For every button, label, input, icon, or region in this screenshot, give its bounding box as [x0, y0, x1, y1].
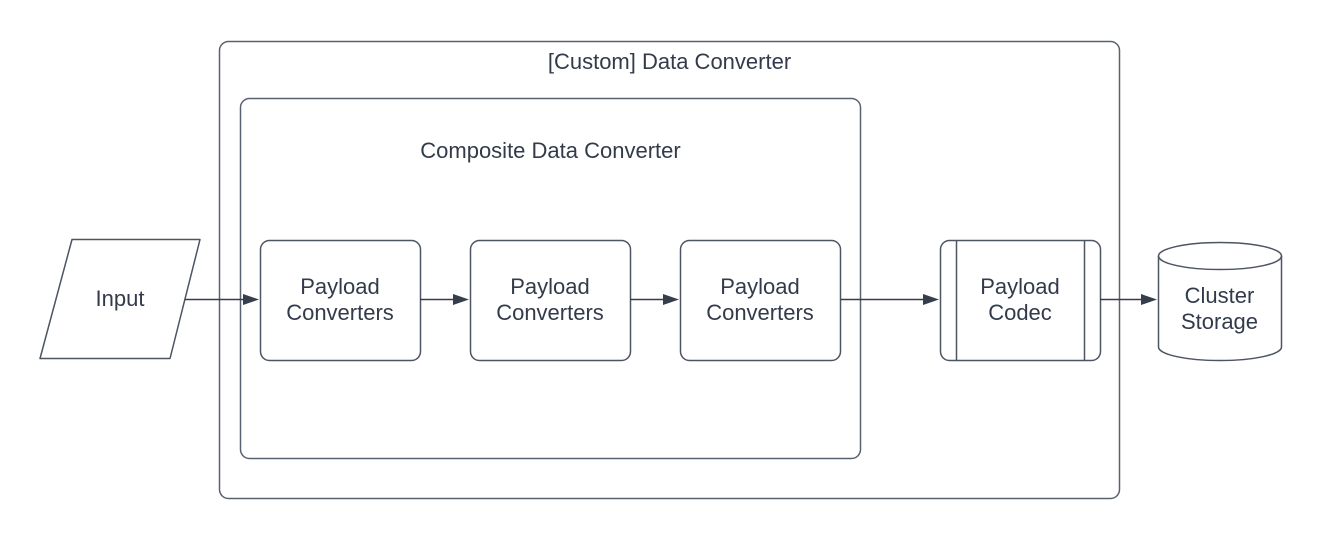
arrowhead-icon: [1141, 294, 1157, 305]
payload-converters-box-3: [679, 239, 842, 362]
arrow-input-to-converter1: [185, 294, 259, 305]
payload-converters-box-2: [469, 239, 632, 362]
input-shape: [39, 238, 201, 360]
arrow-converter1-to-converter2: [420, 294, 469, 305]
arrowhead-icon: [453, 294, 469, 305]
payload-codec-shape: [939, 239, 1102, 362]
cylinder-top-ellipse: [1157, 255, 1283, 271]
arrowhead-icon: [663, 294, 679, 305]
cluster-storage-shape: [1157, 241, 1283, 362]
payload-codec-rect: [939, 239, 1102, 362]
arrow-converter3-to-codec: [841, 294, 939, 305]
payload-converters-box-1: [259, 239, 422, 362]
arrowhead-icon: [243, 294, 259, 305]
cylinder-body: [1157, 241, 1283, 362]
arrowhead-icon: [923, 294, 939, 305]
arrow-converter2-to-converter3: [630, 294, 679, 305]
arrow-codec-to-storage: [1100, 294, 1157, 305]
